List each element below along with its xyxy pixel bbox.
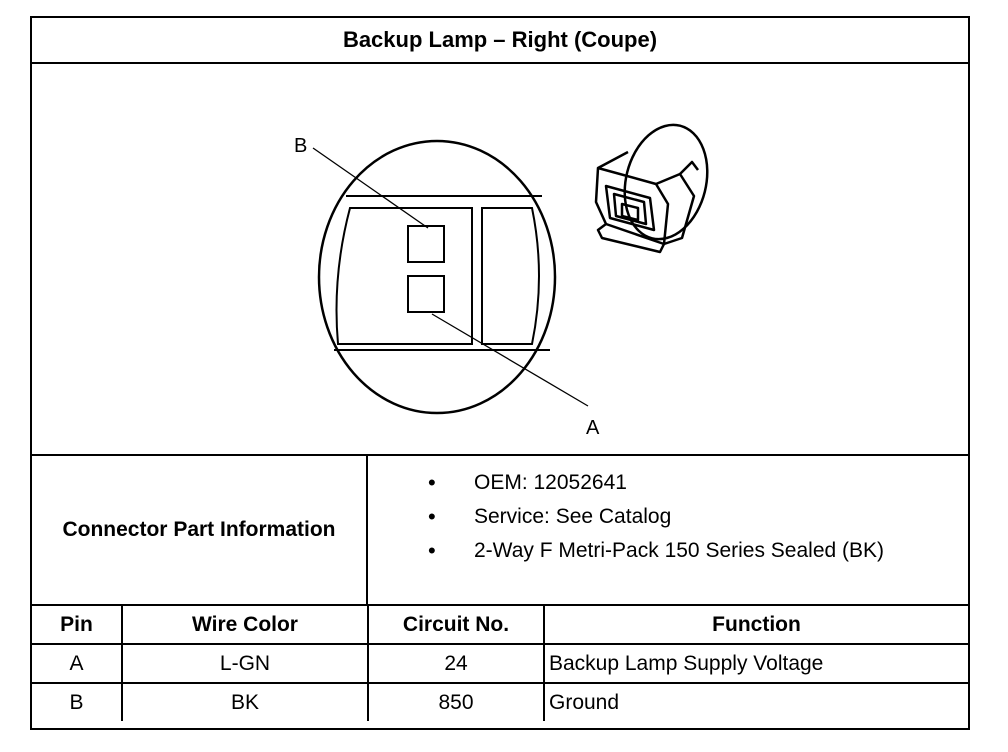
circuit-cell: 850: [367, 682, 545, 721]
leader-line-a: [431, 313, 589, 407]
table-row: A L-GN 24 Backup Lamp Supply Voltage: [32, 643, 968, 684]
header-circuit-no: Circuit No.: [367, 606, 545, 645]
connector-diagram: B A: [32, 62, 968, 456]
page-title: Backup Lamp – Right (Coupe): [32, 18, 968, 64]
terminal-b: [407, 225, 445, 263]
callout-a: A: [586, 417, 600, 439]
bullet-icon: •: [428, 538, 436, 563]
connector-info-label: Connector Part Information: [32, 456, 368, 604]
wire-color-cell: BK: [121, 682, 369, 721]
list-item: • Service: See Catalog: [372, 500, 968, 534]
pin-table: Pin Wire Color Circuit No. Function A L-…: [32, 606, 968, 721]
function-cell: Ground: [543, 682, 968, 721]
leader-line-b: [312, 147, 429, 229]
wire-color-cell: L-GN: [121, 643, 369, 684]
table-row: B BK 850 Ground: [32, 682, 968, 721]
connector-description: 2-Way F Metri-Pack 150 Series Sealed (BK…: [474, 539, 885, 562]
connector-illustration: [594, 123, 709, 254]
list-item: • OEM: 12052641: [372, 466, 968, 500]
header-wire-color: Wire Color: [121, 606, 369, 645]
bullet-icon: •: [428, 470, 436, 495]
function-cell: Backup Lamp Supply Voltage: [543, 643, 968, 684]
bullet-icon: •: [428, 504, 436, 529]
header-function: Function: [543, 606, 968, 645]
header-pin: Pin: [32, 606, 123, 645]
connector-info-section: Connector Part Information • OEM: 1205264…: [32, 456, 968, 606]
callout-b: B: [294, 135, 307, 157]
connector-sheet: Backup Lamp – Right (Coupe) B A: [30, 16, 970, 730]
pin-cell: A: [32, 643, 123, 684]
terminal-a: [407, 275, 445, 313]
connector-face-outline: [317, 139, 557, 415]
cavity-housing-right: [481, 207, 540, 345]
connector-diagram-svg: B A: [294, 123, 709, 439]
service-info: Service: See Catalog: [474, 505, 672, 528]
oem-part-number: OEM: 12052641: [474, 471, 627, 494]
circuit-cell: 24: [367, 643, 545, 684]
pin-cell: B: [32, 682, 123, 721]
cavity-housing-left: [335, 207, 473, 345]
list-item: • 2-Way F Metri-Pack 150 Series Sealed (B…: [372, 534, 968, 568]
connector-info-list: • OEM: 12052641 • Service: See Catalog • 2-…: [372, 466, 968, 568]
table-header-row: Pin Wire Color Circuit No. Function: [32, 606, 968, 645]
